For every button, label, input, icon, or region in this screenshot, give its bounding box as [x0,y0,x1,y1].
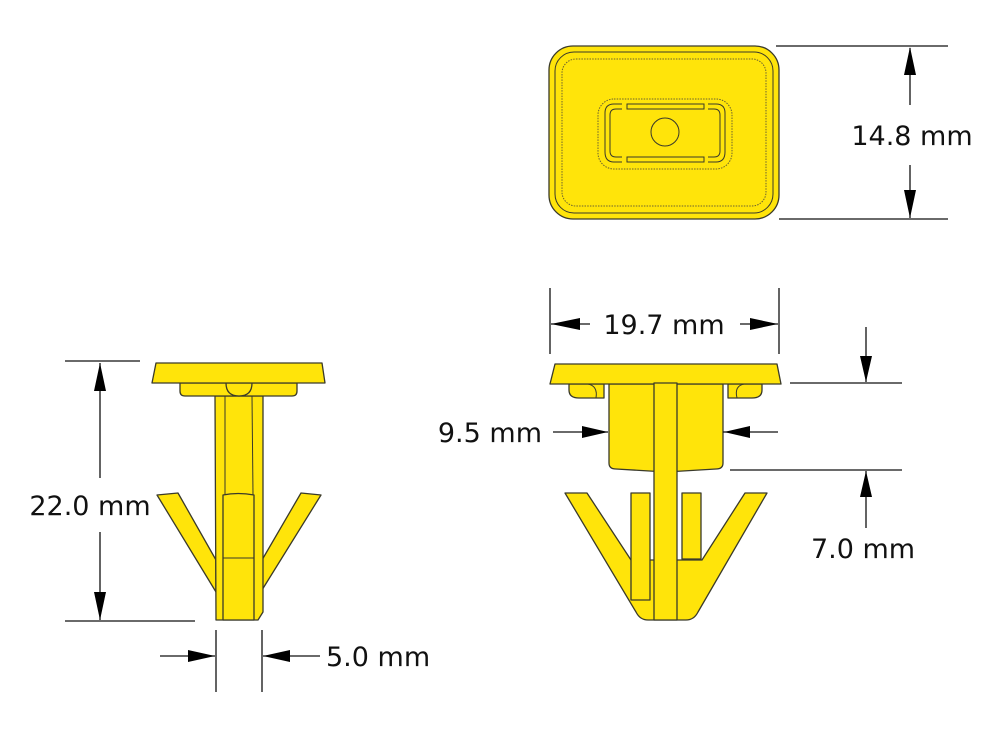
dimension-7-0: 7.0 mm [730,327,915,565]
dim-label-9-5: 9.5 mm [438,418,542,449]
dim-label-19-7: 19.7 mm [603,310,724,341]
dimension-9-5: 9.5 mm [438,418,778,449]
side-view [151,362,326,621]
dim-label-14-8: 14.8 mm [851,121,972,152]
center-pin-circle [650,117,680,147]
dim-label-5-0: 5.0 mm [326,642,430,673]
dimension-22-0: 22.0 mm [29,360,195,622]
front-view [549,363,782,621]
dimension-19-7: 19.7 mm [549,288,780,354]
dimension-5-0: 5.0 mm [160,630,430,692]
dim-label-22-0: 22.0 mm [29,491,150,522]
top-view [548,45,780,220]
dim-label-7-0: 7.0 mm [811,534,915,565]
dimension-14-8: 14.8 mm [776,45,973,220]
